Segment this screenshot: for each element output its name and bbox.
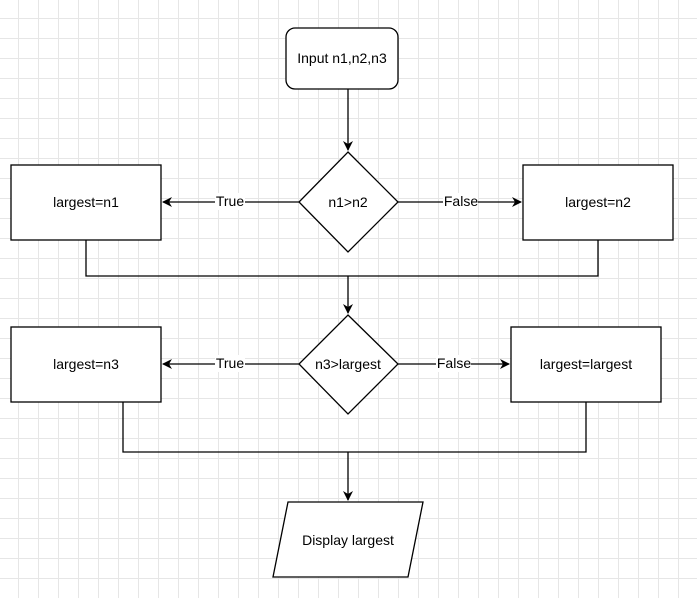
node-display[interactable]: Display largest bbox=[272, 501, 424, 578]
node-largest-n1[interactable]: largest=n1 bbox=[10, 164, 162, 241]
edge-label-decision2-true: True bbox=[215, 355, 245, 372]
node-largest-n3[interactable]: largest=n3 bbox=[10, 326, 162, 403]
svg-text:largest=n2: largest=n2 bbox=[565, 194, 631, 210]
node-input[interactable]: Input n1,n2,n3 bbox=[285, 27, 399, 90]
svg-text:largest=largest: largest=largest bbox=[540, 356, 632, 372]
svg-text:n1>n2: n1>n2 bbox=[328, 194, 368, 210]
svg-text:n3>largest: n3>largest bbox=[315, 356, 381, 372]
node-decision1[interactable]: n1>n2 bbox=[298, 151, 399, 253]
node-decision2[interactable]: n3>largest bbox=[298, 314, 399, 415]
svg-text:Input n1,n2,n3: Input n1,n2,n3 bbox=[297, 50, 387, 66]
edge-label-decision1-false: False bbox=[443, 193, 478, 210]
edge-merge2 bbox=[122, 402, 587, 453]
svg-text:largest=n1: largest=n1 bbox=[53, 194, 119, 210]
node-largest-largest[interactable]: largest=largest bbox=[510, 326, 662, 403]
node-largest-n2[interactable]: largest=n2 bbox=[522, 164, 674, 241]
svg-text:True: True bbox=[216, 193, 244, 209]
edge-label-decision1-true: True bbox=[215, 193, 245, 210]
svg-text:False: False bbox=[444, 193, 478, 209]
svg-text:largest=n3: largest=n3 bbox=[53, 356, 119, 372]
edge-merge1 bbox=[85, 240, 599, 277]
svg-text:Display largest: Display largest bbox=[302, 532, 394, 548]
svg-text:False: False bbox=[437, 355, 471, 371]
svg-text:True: True bbox=[216, 355, 244, 371]
edge-label-decision2-false: False bbox=[436, 355, 471, 372]
